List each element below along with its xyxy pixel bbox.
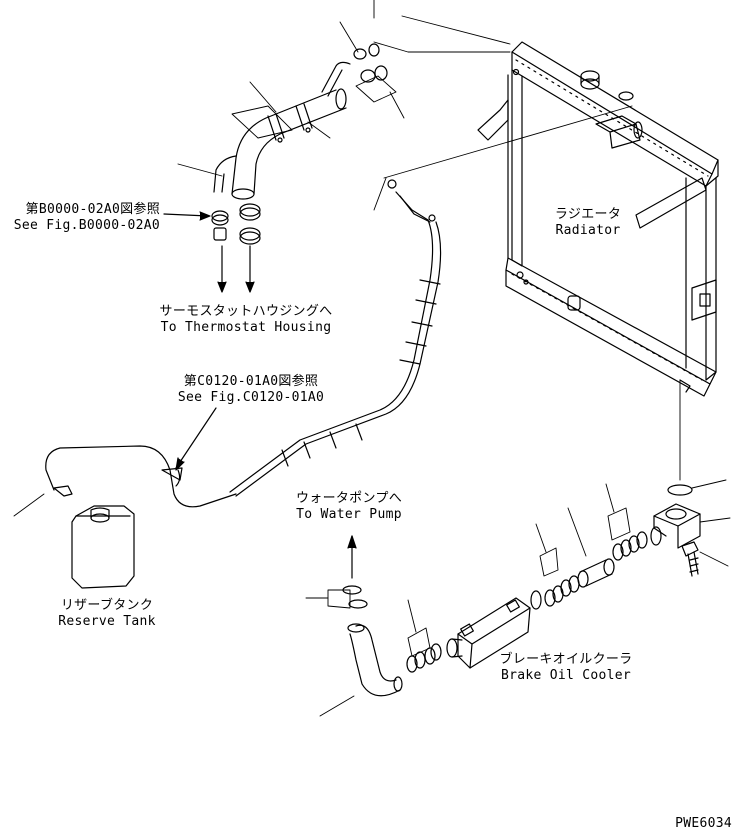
waterpump-label-jp: ウォータポンプへ — [295, 491, 402, 506]
radiator — [477, 41, 719, 397]
drawing-code: PWE6034 — [675, 816, 732, 831]
ref-b-label-jp: 第B0000-02A0図参照 — [25, 202, 160, 217]
reserve-tank-label-jp: リザーブタンク — [60, 598, 154, 613]
water-pump-hose — [305, 535, 403, 717]
thermostat-clamps — [163, 203, 261, 293]
radiator-label-en: Radiator — [555, 223, 621, 238]
waterpump-label-en: To Water Pump — [296, 507, 402, 522]
ref-b-label-en: See Fig.B0000-02A0 — [13, 218, 160, 233]
overflow-hose — [45, 179, 442, 508]
brake-oil-cooler — [446, 590, 542, 669]
leader-lines — [177, 0, 681, 481]
ref-c-label-en: See Fig.C0120-01A0 — [177, 390, 325, 405]
brake-oil-cooler-label-en: Brake Oil Cooler — [500, 668, 632, 683]
cooler-clamps-left — [406, 599, 442, 673]
radiator-label-jp: ラジエータ — [554, 207, 622, 222]
cooler-clamps-right — [535, 483, 648, 607]
upper-hose — [213, 61, 351, 200]
thermostat-label-jp: サーモスタットハウジングへ — [159, 304, 333, 319]
brake-oil-cooler-label-jp: ブレーキオイルクーラ — [499, 652, 633, 667]
ref-c-label-jp: 第C0120-01A0図参照 — [183, 374, 319, 389]
top-clamps — [353, 43, 397, 103]
outlet-elbow — [650, 479, 731, 577]
thermostat-label-en: To Thermostat Housing — [160, 320, 332, 335]
c0120-arrow — [175, 407, 217, 471]
reserve-tank — [13, 485, 135, 589]
reserve-tank-label-en: Reserve Tank — [58, 614, 156, 629]
